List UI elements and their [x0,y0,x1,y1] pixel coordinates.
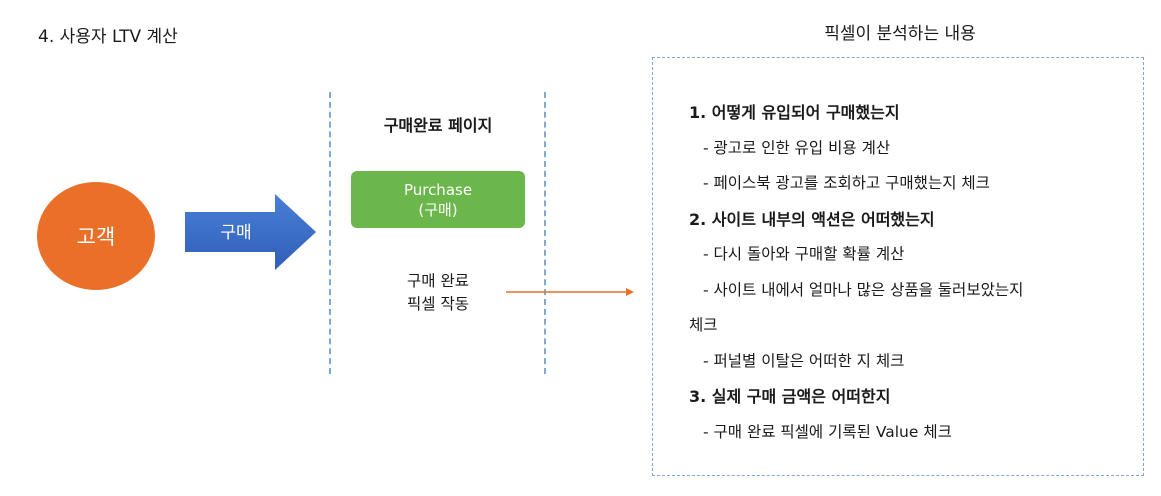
page-title: 구매완료 페이지 [383,116,493,135]
pixel-text-line2: 픽셀 작동 [407,295,469,313]
customer-label: 고객 [76,225,116,249]
arrow-label: 구매 [220,223,252,243]
divider-left [329,92,331,374]
divider-right [544,92,546,374]
pixel-fire-text: 구매 완료 픽셀 작동 [331,270,545,316]
purchase-button-sublabel: (구매) [418,200,458,219]
pixel-text-line1: 구매 완료 [407,272,469,290]
slide-title: 4. 사용자 LTV 계산 [38,27,178,47]
analysis-item: - 사이트 내에서 얼마나 많은 상품을 둘러보았는지 [703,280,1024,299]
analysis-heading-3: 3. 실제 구매 금액은 어떠한지 [689,387,891,406]
analysis-item-continuation: 체크 [689,316,718,334]
analysis-title: 픽셀이 분석하는 내용 [824,24,976,44]
purchase-arrow-icon [185,194,316,270]
analysis-heading-2: 2. 사이트 내부의 액션은 어떠했는지 [689,209,935,229]
analysis-panel: 1. 어떻게 유입되어 구매했는지 - 광고로 인한 유입 비용 계산 - 페이… [652,57,1144,476]
connector-arrow-icon [506,288,634,296]
analysis-item: - 구매 완료 픽셀에 기록된 Value 체크 [703,422,952,441]
analysis-item: - 퍼널별 이탈은 어떠한 지 체크 [703,351,905,370]
purchase-button-label: Purchase [403,180,473,199]
customer-circle: 고객 [37,182,155,290]
analysis-item: - 광고로 인한 유입 비용 계산 [703,138,891,157]
analysis-item: - 페이스북 광고를 조회하고 구매했는지 체크 [703,174,990,192]
purchase-button[interactable]: Purchase (구매) [351,171,525,228]
analysis-item: - 다시 돌아와 구매할 확률 계산 [703,245,905,263]
analysis-heading-1: 1. 어떻게 유입되어 구매했는지 [689,103,900,122]
